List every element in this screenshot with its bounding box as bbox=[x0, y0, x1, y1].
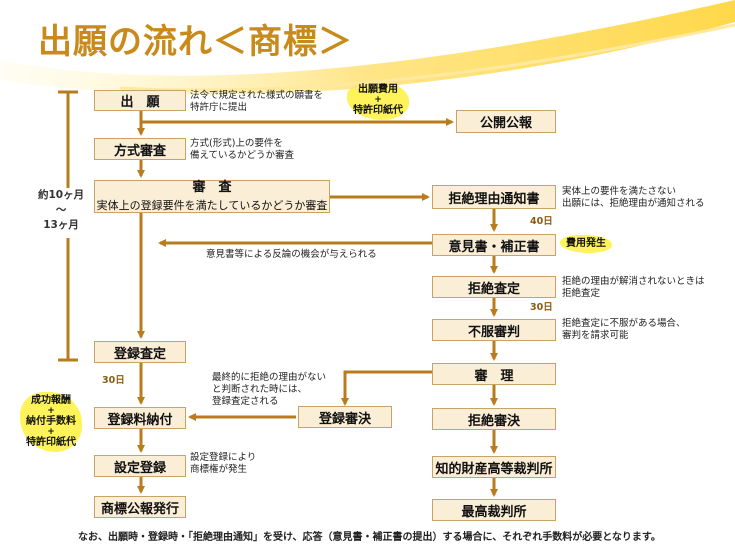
days-30-right: 30日 bbox=[530, 302, 553, 313]
page-title: 出願の流れ＜商標＞ bbox=[38, 22, 353, 62]
shutsugan-note: 法令で規定された様式の願書を特許庁に提出 bbox=[190, 90, 324, 113]
ryokin-nofu-box: 登録料納付 bbox=[94, 407, 186, 429]
header-swoosh bbox=[0, 0, 735, 95]
hanron-note: 意見書等による反論の機会が与えられる bbox=[206, 249, 377, 260]
shinri-box: 審 理 bbox=[432, 363, 556, 385]
fufuku-shinpan-box: 不服審判 bbox=[432, 319, 556, 341]
hoshiki-shinsa-box: 方式審査 bbox=[94, 138, 186, 160]
footer-note: なお、出願時・登録時・「拒絶理由通知」を受け、応答（意見書・補正書の提出）する場… bbox=[78, 532, 661, 543]
shohyo-koho-box: 商標公報発行 bbox=[94, 496, 186, 518]
kokai-koho-box: 公開公報 bbox=[456, 110, 556, 133]
settei-toroku-box: 設定登録 bbox=[94, 455, 186, 477]
toroku-satei-box: 登録査定 bbox=[94, 341, 186, 363]
toroku-fee-highlight: 成功報酬 + 納付手数料 + 特許印紙代 bbox=[20, 392, 82, 452]
fufuku-note: 拒絶査定に不服がある場合、審判を請求可能 bbox=[562, 318, 686, 341]
kyozetsu-satei-note: 拒絶の理由が解消されないときは拒絶査定 bbox=[562, 276, 705, 299]
chizai-kosai-box: 知的財産高等裁判所 bbox=[432, 456, 556, 478]
kyozetsu-shinketsu-box: 拒絶審決 bbox=[432, 408, 556, 430]
shinketsu-note: 最終的に拒絶の理由がないと判断された時には、登録査定される bbox=[212, 372, 327, 407]
days-30-left: 30日 bbox=[102, 375, 125, 386]
toroku-shinketsu-box: 登録審決 bbox=[298, 406, 392, 428]
saikosai-box: 最高裁判所 bbox=[432, 499, 556, 521]
days-40: 40日 bbox=[530, 216, 553, 227]
header-swoosh-thin bbox=[119, 23, 735, 92]
hoshiki-note: 方式(形式)上の要件を備えているかどうか審査 bbox=[190, 138, 295, 161]
kyozetsu-tsuchi-box: 拒絶理由通知書 bbox=[432, 185, 556, 209]
ikensho-box: 意見書・補正書 bbox=[432, 234, 556, 256]
hiyo-highlight: 費用発生 bbox=[560, 235, 612, 253]
period-label: 約10ヶ月 〜 13ヶ月 bbox=[38, 189, 85, 231]
kyozetsu-satei-box: 拒絶査定 bbox=[432, 276, 556, 298]
shinsa-box: 審 査 実体上の登録要件を満たしているかどうか審査 bbox=[94, 180, 330, 213]
kyozetsu-tsuchi-note: 実体上の要件を満たさない出願には、拒絶理由が通知される bbox=[562, 186, 705, 209]
settei-note: 設定登録により商標権が発生 bbox=[190, 452, 257, 475]
shutsugan-fee-highlight: 出願費用 + 特許印紙代 bbox=[347, 81, 409, 120]
shutsugan-box: 出 願 bbox=[94, 90, 186, 111]
